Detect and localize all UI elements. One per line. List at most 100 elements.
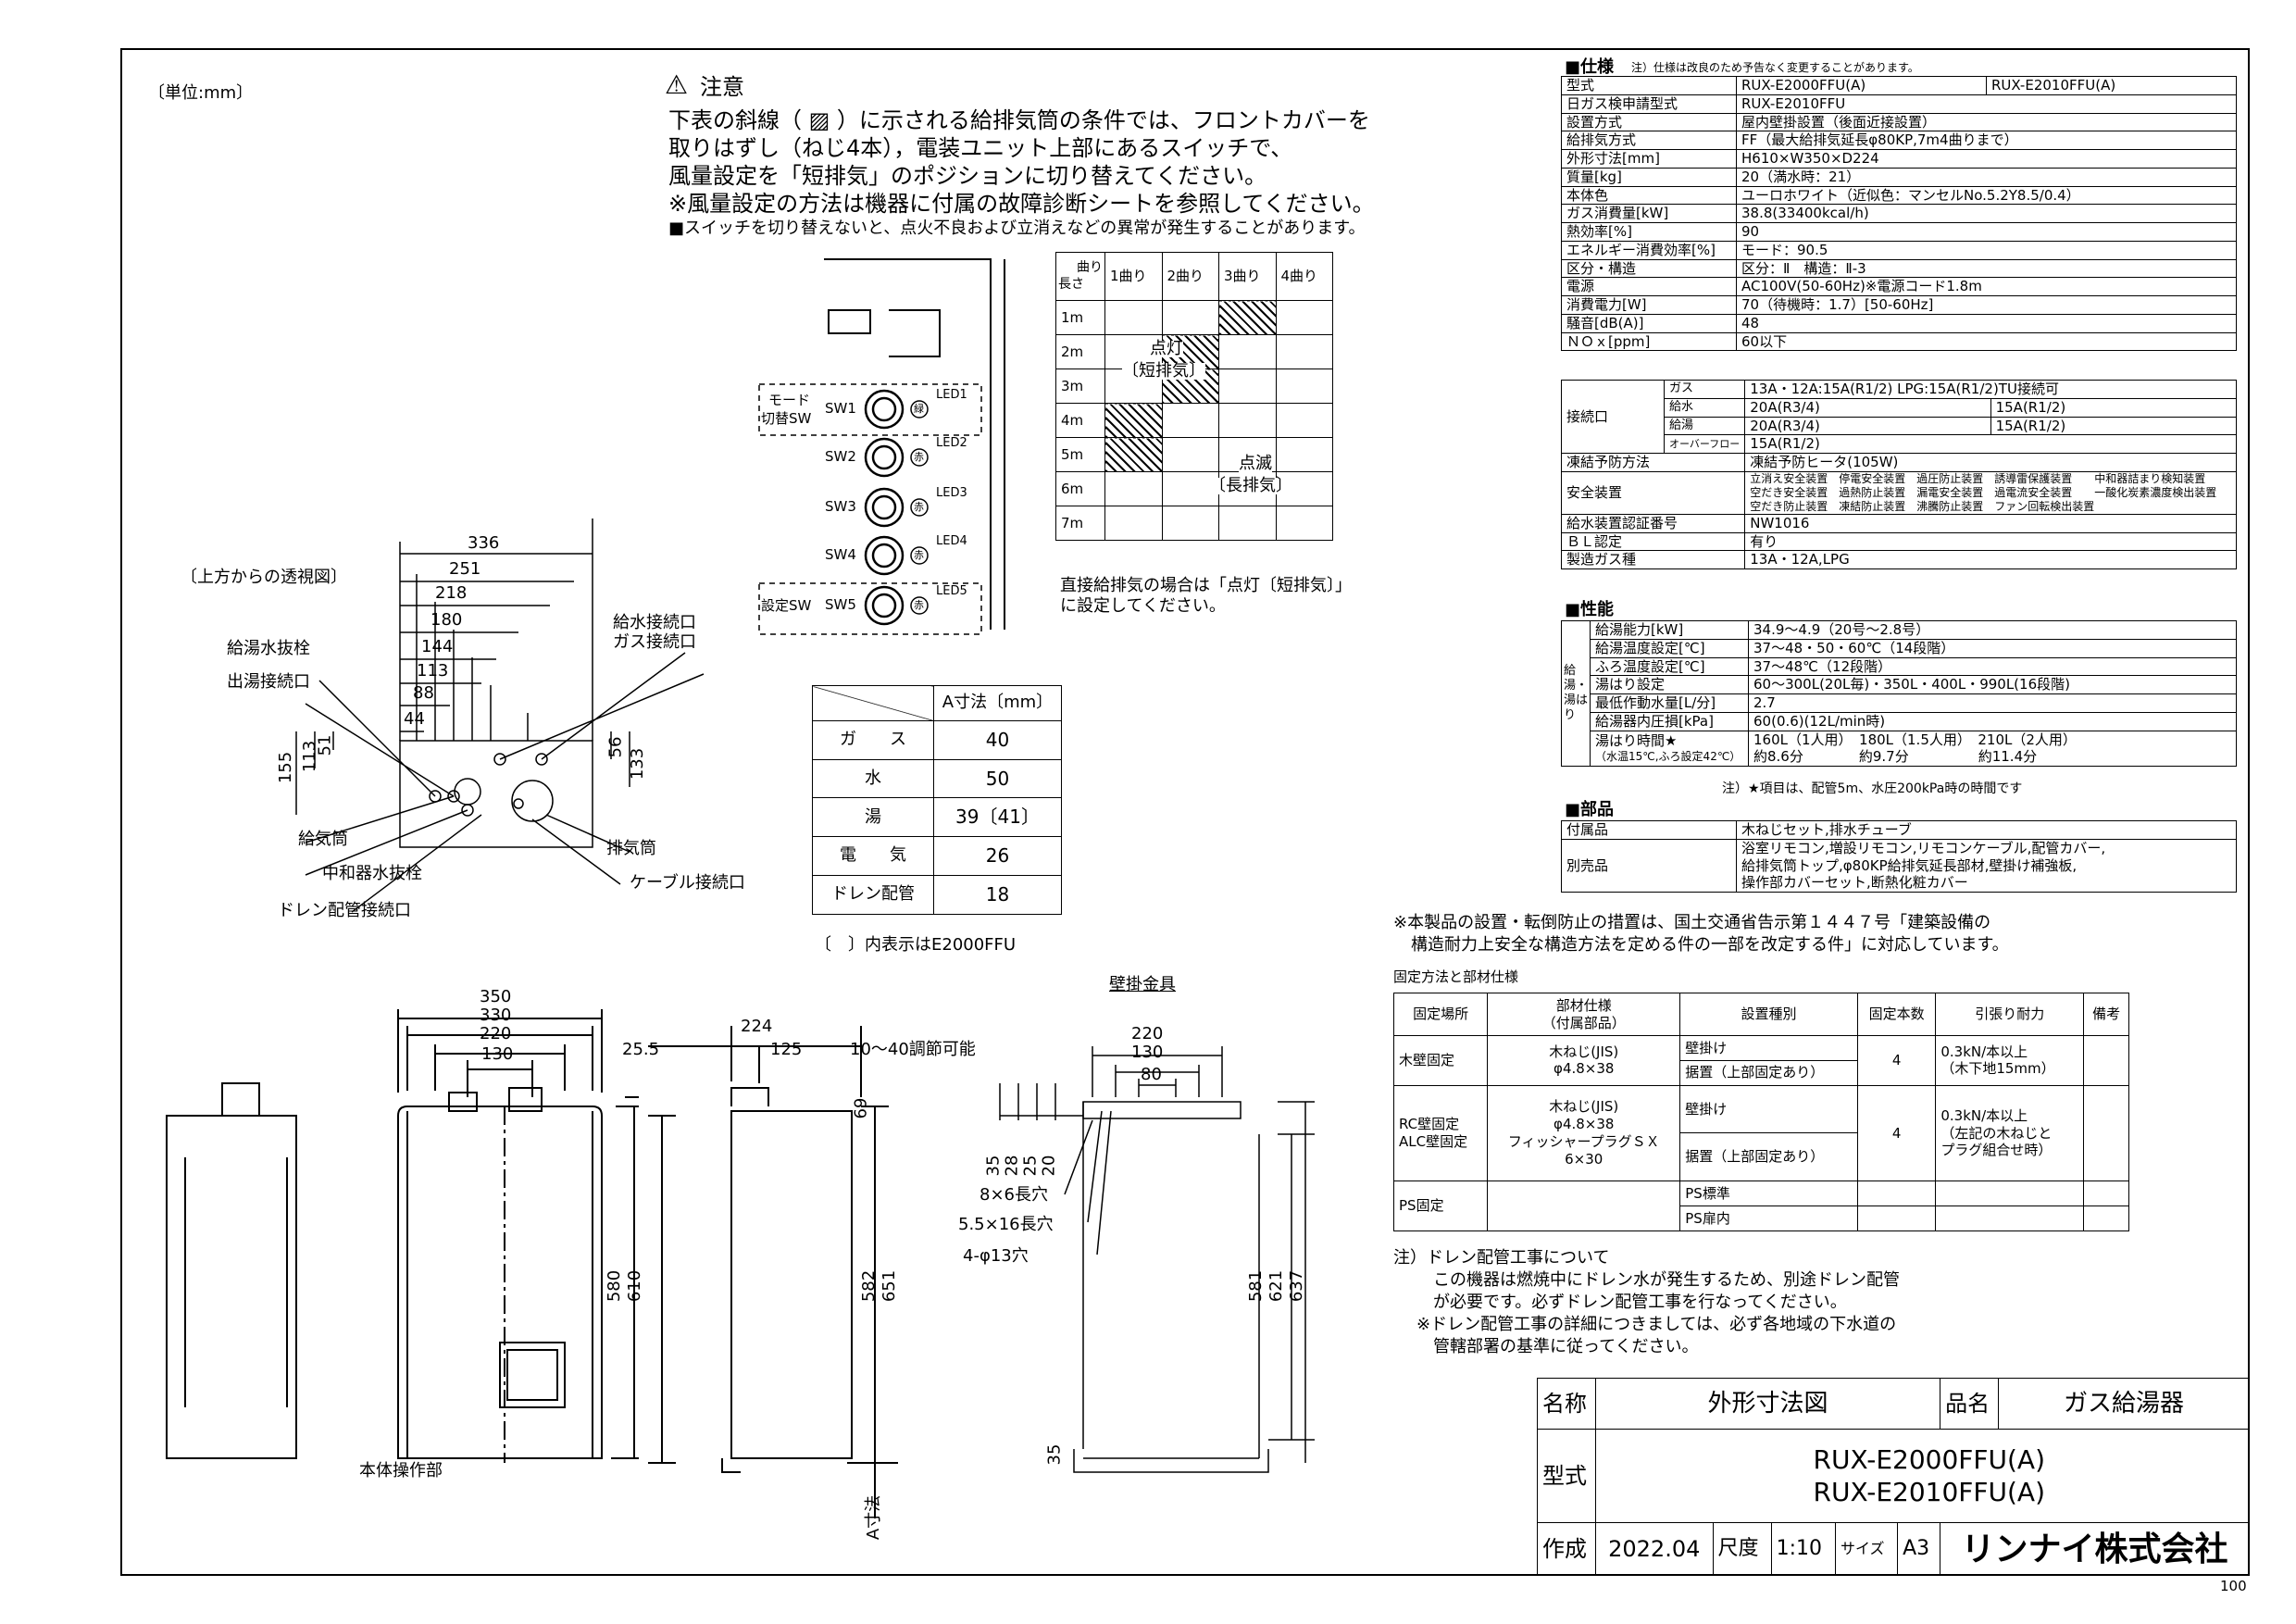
dimension: 581 [1246,1269,1267,1303]
perf-label: 最低作動水量[L/分] [1590,693,1749,713]
perf-label: ふろ温度設定[℃] [1590,656,1749,677]
spec-label: ガス消費量[kW] [1561,204,1737,223]
bracket-title: 壁掛金具 [1109,975,1176,994]
caution-line: ※風量設定の方法は機器に付属の故障診断シートを参照してください。 [668,191,1375,217]
a-dimension-label: 湯 [812,797,934,838]
part-label: ケーブル接続口 [630,873,745,893]
a-dimension-label: 水 [812,758,934,799]
part-label: 出湯接続口 [227,672,310,692]
spec-value: 60以下 [1736,331,2237,352]
scale-value: 1:10 [1770,1522,1836,1576]
parts-title: ■部品 [1565,800,1615,819]
drain-note: が必要です。必ずドレン配管工事を行なってください。 [1433,1293,1847,1312]
fix-strength: 0.3kN/本以上 （左記の木ねじと プラグ組合せ時） [1935,1084,2085,1182]
blink-label: 点滅 [1239,454,1272,473]
dimension: 144 [421,637,454,656]
bend-length-table: 曲り長さ 1曲り 2曲り 3曲り 4曲り 1m 2m 3m 4m 5m 6m 7… [1055,252,1333,541]
dimension: 130 [481,1044,514,1064]
perf-side-label: 給湯・湯はり [1561,620,1591,767]
drain-note: この機器は燃焼中にドレン水が発生するため、別途ドレン配管 [1433,1270,1900,1290]
perf-value: 37〜48℃（12段階） [1748,656,2237,677]
bend-row-header: 5m [1055,437,1105,472]
spec-value: 有り [1744,531,2237,552]
spec-value: 48 [1736,313,2237,333]
dimension: 51 [315,734,335,756]
bend-note: に設定してください。 [1060,596,1226,616]
fix-part: 木ねじ(JIS) φ4.8×38 [1487,1035,1681,1086]
fix-header: 部材仕様 （付属部品） [1487,993,1681,1036]
dimension: 44 [404,709,425,729]
spec-value: 屋内壁掛設置（後面近接設置） [1736,112,2237,132]
model-label: 型式 [1537,1428,1596,1524]
part-label: 給湯水抜栓 [227,639,310,658]
control-panel-label: 本体操作部 [359,1461,443,1480]
bend-row-header: 4m [1055,403,1105,438]
spec-label: 製造ガス種 [1560,550,1746,569]
conn-value: 15A(R1/2) [1990,397,2238,418]
spec-label: エネルギー消費効率[%] [1561,240,1737,260]
switch-label: SW4 [825,546,856,563]
a-dimension-label: A寸法 [864,1494,884,1541]
dimension: 220 [1131,1024,1164,1043]
warning-icon: ⚠ [665,69,689,100]
spec-value: モード：90.5 [1736,240,2237,260]
drain-note: 注）ドレン配管工事について [1393,1248,1610,1268]
spec-label: ＮＯｘ[ppm] [1561,331,1737,352]
led-label: LED1 [936,388,967,402]
fix-header: 固定本数 [1856,993,1937,1036]
conn-label: ガス [1663,380,1746,399]
perf-value: 60〜300L(20L毎)・350L・400L・990L(16段階) [1748,675,2237,694]
switch-label: SW2 [825,448,856,465]
bend-row-header: 2m [1055,334,1105,369]
dimension: 224 [741,1017,773,1036]
installation-note: ※本製品の設置・転倒防止の措置は、国土交通省告示第１４４７号「建築設備の [1393,913,1991,932]
lit-label: 〔短排気〕 [1122,361,1205,381]
bend-corner: 長さ [1058,276,1084,292]
dimension: 621 [1267,1269,1287,1303]
led-label: LED3 [936,486,967,500]
a-dimension-label: 電 気 [812,836,934,877]
bend-col-header: 2曲り [1161,252,1219,301]
conn-label: オーバーフロー [1663,434,1746,454]
spec-value: 凍結予防ヒータ(105W) [1744,453,2237,472]
parts-table: 付属品木ねじセット,排水チューブ 別売品浴室リモコン,増設リモコン,リモコンケー… [1561,820,2237,893]
size-label: サイズ [1834,1522,1899,1576]
bend-row-header: 6m [1055,471,1105,506]
bend-row-header: 1m [1055,300,1105,335]
dimension: 155 [276,751,296,784]
dimension: 80 [1141,1065,1162,1084]
part-label: ドレン配管接続口 [278,901,411,920]
caution-title: 注意 [700,74,744,100]
conn-value: 20A(R3/4) [1744,416,1991,436]
bend-note: 直接給排気の場合は「点灯〔短排気〕」 [1060,576,1352,595]
fix-part: 木ねじ(JIS) φ4.8×38 フィッシャープラグＳＸ 6×30 [1487,1084,1681,1182]
dimension: 35 [1044,1443,1065,1466]
dimension: 28 [1002,1155,1022,1177]
parts-value: 操作部カバーセット,断熱化粧カバー [1741,874,1968,892]
fix-header: 引張り耐力 [1935,993,2085,1036]
spec-label: 型式 [1561,76,1737,95]
a-dimension-note: 〔 〕内表示はE2000FFU [815,935,1017,955]
perf-label: （水温15℃,ふろ設定42℃） [1595,750,1741,764]
blink-label: 〔長排気〕 [1209,476,1292,495]
bend-corner: 曲り [1077,260,1103,275]
spec-label: 本体色 [1561,185,1737,206]
a-dimension-value: 26 [933,836,1062,877]
a-dimension-label: ドレン配管 [812,875,934,915]
hatched-cell [1104,437,1163,472]
dimension: 130 [1131,1043,1164,1062]
spec-value: 区分：Ⅱ 構造：Ⅱ-3 [1736,258,2237,279]
parts-value: 木ねじセット,排水チューブ [1736,820,2237,840]
led-color: 赤 [914,599,924,611]
item-name: ガス給湯器 [1998,1378,2250,1430]
dimension: 610 [625,1269,645,1303]
installation-note: 構造耐力上安全な構造方法を定める件の一部を改定する件」に対応しています。 [1411,935,2009,955]
perf-value: 2.7 [1748,693,2237,713]
perf-value: 160L（1人用） 180L（1.5人用） 210L（2人用） [1753,731,2077,748]
conn-label: 給湯 [1663,416,1746,436]
bend-col-header: 4曲り [1275,252,1333,301]
fix-type: 壁掛け [1679,1035,1858,1061]
spec-label: 安全装置 [1560,470,1746,515]
perf-value: 34.9〜4.9（20号〜2.8号） [1748,620,2237,640]
dimension: 88 [413,683,434,703]
